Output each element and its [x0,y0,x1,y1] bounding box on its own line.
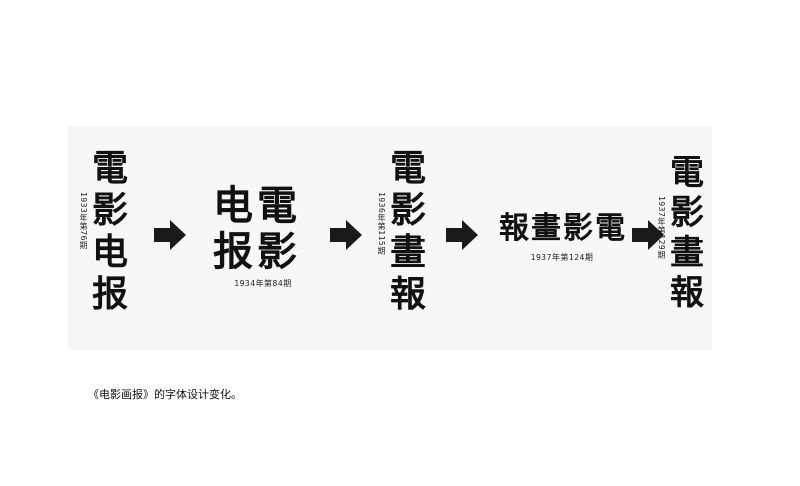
logo-char: 报 [213,228,253,275]
arrow-right-icon [330,220,362,250]
logo-1937-129: 1937年第129期 電 影 畫 報 [656,156,716,336]
logo-char: 畫 [390,231,427,273]
logo-char: 電 [390,147,427,189]
logo-char: 影 [92,189,129,231]
logo-char: 畫 [531,211,561,246]
logo-char: 電 [670,153,704,193]
logo-date: 1936年第115期 [377,192,386,255]
logo-char: 電 [257,182,297,229]
logo-char: 电 [92,231,129,273]
logo-char: 電 [595,211,625,246]
logo-1936-115: 1936年第115期 電 影 畫 報 [376,150,446,330]
logo-char: 畫 [670,233,704,273]
logo-1937-124: 報 畫 影 電 1937年第124期 [496,214,628,284]
logo-char: 影 [563,211,593,246]
logo-char: 報 [670,273,704,313]
logo-date: 1933年第76期 [79,192,88,250]
logo-date: 1934年第84期 [234,279,292,288]
logo-char: 影 [390,189,427,231]
logo-char: 報 [390,273,427,315]
arrow-right-icon [632,220,664,250]
logo-char: 報 [499,211,529,246]
logo-date: 1937年第129期 [657,196,666,259]
logo-char: 影 [670,193,704,233]
logo-1933-76: 1933年第76期 電 影 电 报 [78,150,148,330]
arrow-right-icon [446,220,478,250]
logo-char: 电 [213,182,253,229]
logo-1934-84: 电 電 报 影 1934年第84期 [205,186,305,306]
figure-caption: 《电影画报》的字体设计变化。 [88,388,242,401]
logo-char: 报 [92,273,129,315]
logo-date: 1937年第124期 [530,253,594,262]
logo-char: 影 [257,228,297,275]
arrow-right-icon [154,220,186,250]
logo-char: 電 [92,147,129,189]
